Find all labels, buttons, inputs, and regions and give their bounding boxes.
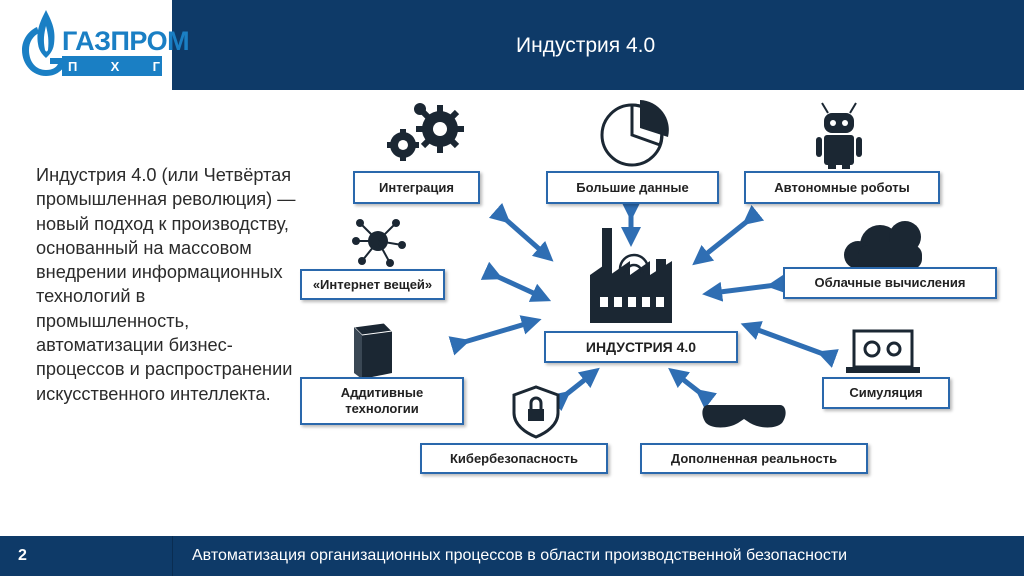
node-big-data: Большие данные	[546, 171, 719, 204]
logo-subtitle: П Х Г	[68, 59, 160, 74]
node-simulation: Симуляция	[822, 377, 950, 409]
arrow-robots	[692, 204, 765, 266]
node-autonomous-robots: Автономные роботы	[744, 171, 940, 204]
node-augmented-reality: Дополненная реальность	[640, 443, 868, 474]
cloud-icon	[844, 221, 922, 269]
node-iot: «Интернет вещей»	[300, 269, 445, 300]
node-industry-center: ИНДУСТРИЯ 4.0	[544, 331, 738, 363]
footer-caption: Автоматизация организационных процессов …	[192, 547, 848, 564]
logo-sub-letter: Г	[152, 59, 160, 74]
node-cybersecurity: Кибербезопасность	[420, 443, 608, 474]
logo-sub-letter: Х	[110, 59, 120, 74]
factory-icon	[590, 228, 672, 323]
arrow-cyber	[548, 367, 600, 412]
pie-chart-icon	[600, 100, 669, 167]
footer-bar	[0, 536, 1024, 576]
cube-icon	[352, 322, 394, 379]
node-cloud-computing: Облачные вычисления	[783, 267, 997, 299]
node-additive-line2: технологии	[345, 401, 419, 416]
arrow-integration	[488, 202, 554, 262]
node-additive-technologies: Аддитивные технологии	[300, 377, 464, 425]
page-title: Индустрия 4.0	[516, 34, 656, 57]
page-number: 2	[18, 547, 27, 564]
network-icon	[352, 219, 406, 267]
logo-wordmark: ГАЗПРОМ	[62, 26, 190, 56]
gazprom-flame-icon	[22, 10, 162, 76]
arrow-simulation	[740, 321, 839, 368]
node-integration: Интеграция	[353, 171, 480, 204]
description-text: Индустрия 4.0 (или Четвёртая промышленна…	[36, 165, 296, 404]
diagram-graphics	[352, 100, 922, 439]
vr-goggles-icon	[702, 405, 786, 428]
footer-divider	[172, 536, 173, 576]
arrow-additive	[448, 315, 542, 356]
robot-icon	[816, 102, 862, 169]
company-logo: ГАЗПРОМ П Х Г	[0, 0, 190, 90]
shield-lock-icon	[512, 385, 560, 439]
laptop-icon	[846, 329, 920, 373]
arrow-ar	[668, 367, 718, 410]
logo-sub-letter: П	[68, 59, 78, 74]
arrow-cloud	[702, 273, 788, 302]
arrow-iot	[480, 261, 552, 302]
gears-icon	[387, 103, 464, 161]
node-additive-line1: Аддитивные	[340, 385, 424, 400]
